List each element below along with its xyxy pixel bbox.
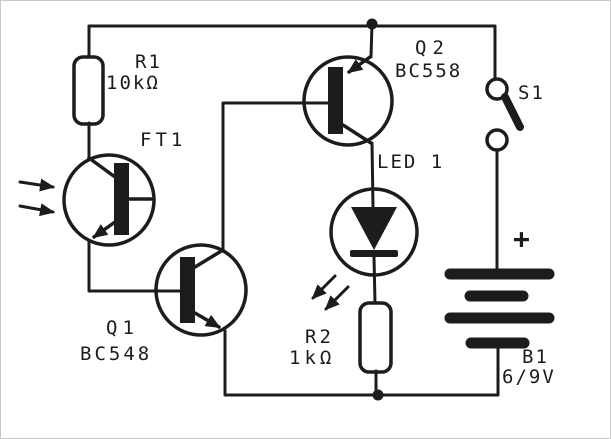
r2-designator-label: R2 [305, 326, 334, 348]
b1-value-label: 6/9V [502, 366, 556, 388]
s1-designator-label: S1 [518, 82, 545, 104]
switch-s1-symbol [485, 77, 524, 152]
wire-top-rail [87, 24, 497, 81]
r2-value-label: 1kΩ [289, 347, 336, 369]
q2-designator-label: Q2 [415, 37, 450, 59]
led-led1-symbol [329, 187, 419, 277]
wire-ft1-to-q1base [87, 239, 184, 293]
wire-q1coll-to-q2base [221, 101, 331, 252]
transistor-q1-symbol [154, 243, 248, 337]
led1-designator-label: LED 1 [377, 151, 445, 173]
wire-bottom-rail [223, 329, 500, 397]
q2-value-label: BC558 [395, 60, 463, 82]
battery-b1-symbol [444, 268, 555, 349]
light-input-arrows-icon [18, 178, 55, 217]
wires [87, 22, 500, 397]
b1-polarity-label: + [513, 222, 530, 255]
r1-designator-label: R1 [135, 51, 162, 73]
light-output-arrows-icon [311, 274, 350, 311]
junction-dot-icon [366, 18, 378, 30]
transistor-q2-symbol [302, 55, 394, 147]
phototransistor-ft1-symbol [62, 153, 156, 247]
wire-led-to-r2 [372, 255, 377, 305]
r1-value-label: 10kΩ [106, 72, 160, 94]
q1-value-label: BC548 [80, 343, 153, 365]
junction-dot-icon [372, 389, 384, 401]
wire-q2emit-to-rail [369, 22, 374, 59]
resistor-r2-symbol [358, 301, 393, 374]
b1-designator-label: B1 [522, 346, 549, 368]
wire-q2coll-to-led [370, 141, 375, 209]
resistor-r1-symbol [72, 55, 105, 126]
q1-designator-label: Q1 [106, 317, 139, 339]
ft1-designator-label: FT1 [140, 129, 187, 151]
